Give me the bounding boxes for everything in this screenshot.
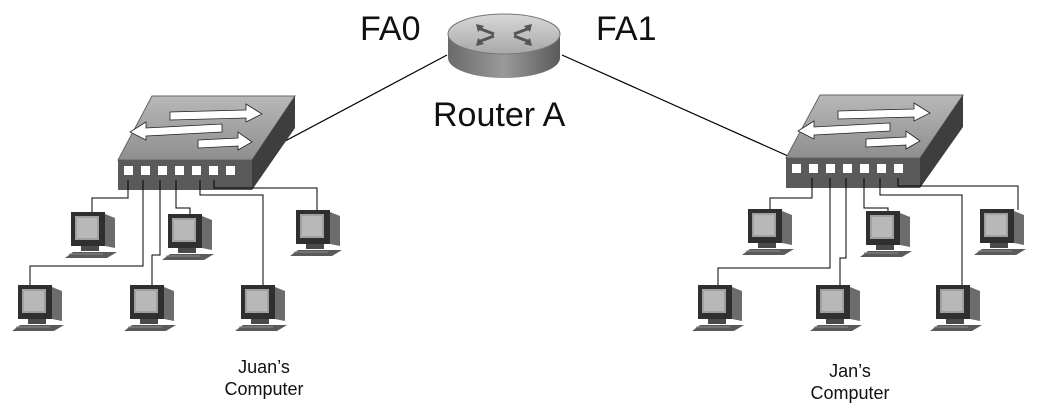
computer-icon (289, 209, 343, 257)
computer-icon (741, 208, 795, 256)
port-label-fa1: FA1 (596, 10, 657, 48)
computer-icon (64, 211, 118, 259)
host-label-jan-line2: Computer (810, 383, 890, 403)
computer-icon (929, 284, 983, 332)
computer-icon (691, 284, 745, 332)
host-label-juan-line1: Juan’s (238, 357, 290, 377)
router-icon (447, 13, 561, 78)
computer-icon (123, 284, 177, 332)
cables-right (717, 178, 1019, 290)
router-label: Router A (433, 96, 566, 134)
computers-left (11, 209, 343, 332)
host-label-jan: Jan’s Computer (800, 360, 900, 404)
computer-icon (234, 284, 288, 332)
computers-right (691, 208, 1027, 332)
computer-icon (161, 213, 215, 261)
port-label-fa0: FA0 (360, 10, 421, 48)
host-label-jan-line1: Jan’s (829, 361, 871, 381)
uplink-right (561, 54, 798, 161)
host-label-juan: Juan’s Computer (214, 356, 314, 400)
computer-icon (973, 208, 1027, 256)
host-label-juan-line2: Computer (224, 379, 304, 399)
computer-icon (809, 284, 863, 332)
switch-icon (785, 94, 964, 188)
cables-left (29, 180, 318, 290)
switch-icon (117, 95, 296, 190)
computer-icon (11, 284, 65, 332)
computer-icon (859, 210, 913, 258)
